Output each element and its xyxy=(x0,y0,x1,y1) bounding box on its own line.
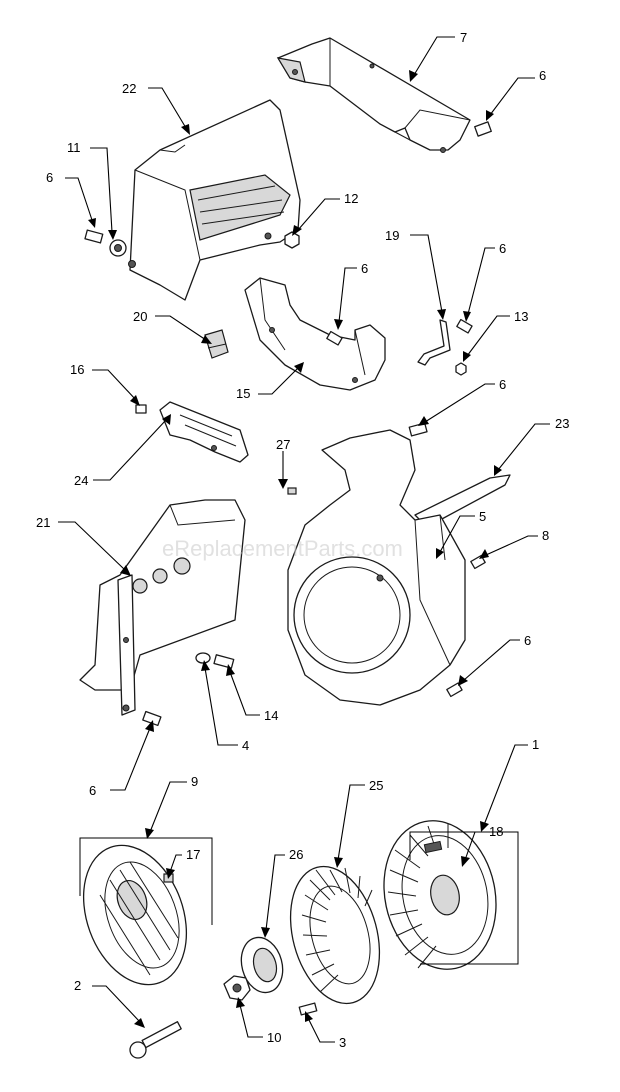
callout-6-left: 6 xyxy=(46,170,53,185)
callout-19: 19 xyxy=(385,228,399,243)
callout-16: 16 xyxy=(70,362,84,377)
callout-6-near-19: 6 xyxy=(499,241,506,256)
callout-17: 17 xyxy=(186,847,200,862)
callout-2: 2 xyxy=(74,978,81,993)
callout-6-lower-left: 6 xyxy=(89,783,96,798)
part-2-screw xyxy=(129,1021,182,1059)
part-20-clip xyxy=(204,329,229,359)
callout-18: 18 xyxy=(489,824,503,839)
bracket-part-9 xyxy=(79,837,213,925)
callout-27: 27 xyxy=(276,437,290,452)
watermark-text: eReplacementParts.com xyxy=(162,536,403,561)
part-24-plate xyxy=(159,401,249,463)
callout-20: 20 xyxy=(133,309,147,324)
callout-24: 24 xyxy=(74,473,88,488)
callout-14: 14 xyxy=(264,708,278,723)
part-19-bracket xyxy=(417,319,451,366)
callout-4: 4 xyxy=(242,738,249,753)
callout-11: 11 xyxy=(67,140,81,155)
callout-13: 13 xyxy=(514,309,528,324)
callout-8: 8 xyxy=(542,528,549,543)
callout-labels: 7 6 22 11 6 12 19 6 6 13 20 16 15 6 23 2… xyxy=(36,30,569,1050)
callout-7: 7 xyxy=(460,30,467,45)
part-9-screen xyxy=(82,844,188,986)
bracket-part-1 xyxy=(409,831,519,965)
callout-5: 5 xyxy=(479,509,486,524)
callout-10: 10 xyxy=(267,1030,281,1045)
callout-6-near-15: 6 xyxy=(361,261,368,276)
leader-lines xyxy=(58,36,550,1043)
callout-23: 23 xyxy=(555,416,569,431)
callout-1: 1 xyxy=(532,737,539,752)
callout-3: 3 xyxy=(339,1035,346,1050)
callout-12: 12 xyxy=(344,191,358,206)
part-10-nut xyxy=(223,975,251,1001)
callout-6-lower-right: 6 xyxy=(524,633,531,648)
fasteners xyxy=(84,121,492,727)
part-5-blower-housing xyxy=(287,429,466,706)
callout-9: 9 xyxy=(191,774,198,789)
part-7-bracket xyxy=(276,37,471,153)
callout-6-top-right: 6 xyxy=(539,68,546,83)
callout-26: 26 xyxy=(289,847,303,862)
callout-15: 15 xyxy=(236,386,250,401)
callout-25: 25 xyxy=(369,778,383,793)
part-25-fan xyxy=(289,865,381,1016)
part-22-shroud xyxy=(128,99,301,301)
callout-22: 22 xyxy=(122,81,136,96)
part-26-starter-cup xyxy=(240,936,284,994)
part-21-side-bracket xyxy=(79,499,246,716)
callout-6-mid: 6 xyxy=(499,377,506,392)
part-15-baffle xyxy=(244,277,386,391)
callout-21: 21 xyxy=(36,515,50,530)
